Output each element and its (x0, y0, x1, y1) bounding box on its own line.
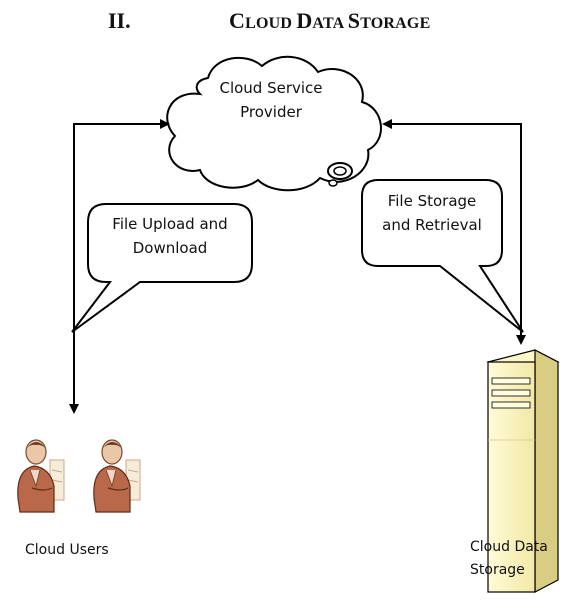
cloud-users-label: Cloud Users (25, 542, 109, 558)
cloud-users-figure-2 (93, 439, 141, 513)
provider-label: Cloud Service Provider (219, 79, 323, 121)
cloud-data-storage-label: Cloud Data Storage (470, 539, 548, 578)
cloud-service-provider-shape (166, 55, 382, 192)
upload-callout-label: File Upload and Download (112, 215, 228, 257)
storage-callout-label: File Storage and Retrieval (382, 192, 482, 234)
callout-upload-shape (71, 203, 253, 333)
connectors (69, 119, 526, 414)
cloud-users-figure-1 (17, 439, 65, 513)
callout-storage-shape (361, 179, 524, 333)
server-tower-icon (486, 349, 560, 593)
section-number: II. (108, 8, 131, 33)
section-title: CLOUD DATA STORAGE (229, 8, 431, 33)
